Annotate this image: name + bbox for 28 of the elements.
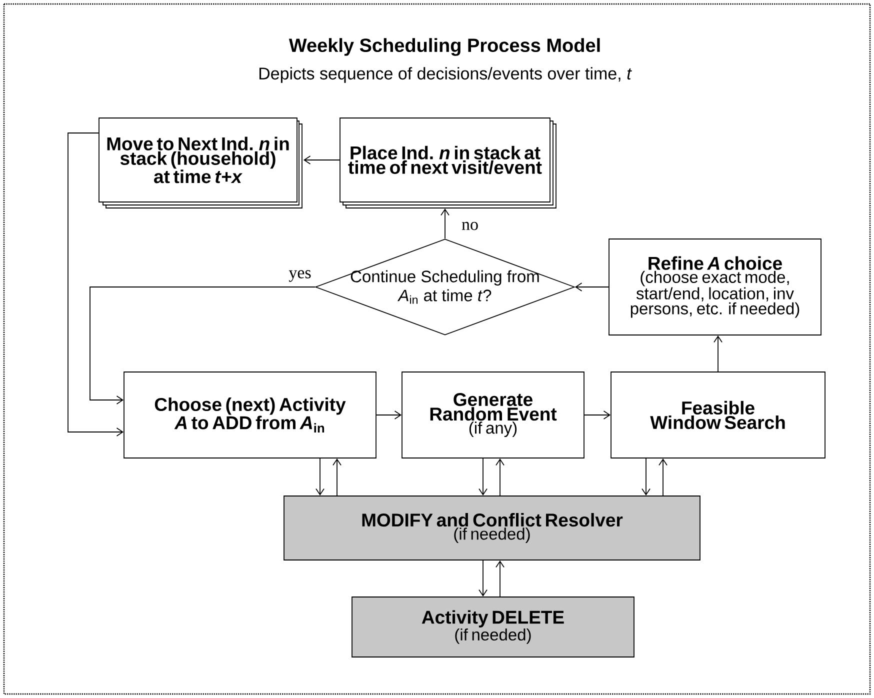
subtitle: Depicts sequence of decisions/events over time, t <box>259 67 632 83</box>
arrow <box>478 458 488 496</box>
process-box: Generate Random Event (if any) <box>402 372 584 458</box>
arrow <box>574 282 609 292</box>
arrow <box>68 132 124 436</box>
edge-label: no <box>460 220 480 232</box>
arrow <box>584 410 611 420</box>
arrow <box>642 458 650 496</box>
process-box: Choose (next) Activity A to ADD from A$_{in}$ <box>124 372 376 458</box>
arrow <box>316 458 324 496</box>
process-box: MODIFY and Conflict Resolver (if needed) <box>284 496 700 560</box>
arrow <box>478 560 488 597</box>
edge-label: yes <box>288 269 312 283</box>
arrow <box>303 156 340 164</box>
arrow <box>376 410 402 420</box>
arrow <box>714 335 722 372</box>
stacked-box: Place Ind. n in stack at time of next visit/event <box>340 118 556 208</box>
arrow <box>332 458 342 496</box>
title: Weekly Scheduling Process Model <box>288 38 600 56</box>
process-box: Feasible Window Search <box>610 372 826 458</box>
arrow <box>440 208 450 239</box>
process-box: Activity DELETE (if needed) <box>352 596 634 658</box>
stacked-box: Move to Next Ind. n in stack (household) at time t+x <box>98 118 302 208</box>
arrow <box>496 560 504 597</box>
process-box: Refine A choice (choose exact mode, start/end, location, inv persons, etc. if needed) <box>608 238 822 336</box>
arrow <box>658 458 668 496</box>
arrow <box>496 458 504 496</box>
arrow <box>90 286 316 404</box>
